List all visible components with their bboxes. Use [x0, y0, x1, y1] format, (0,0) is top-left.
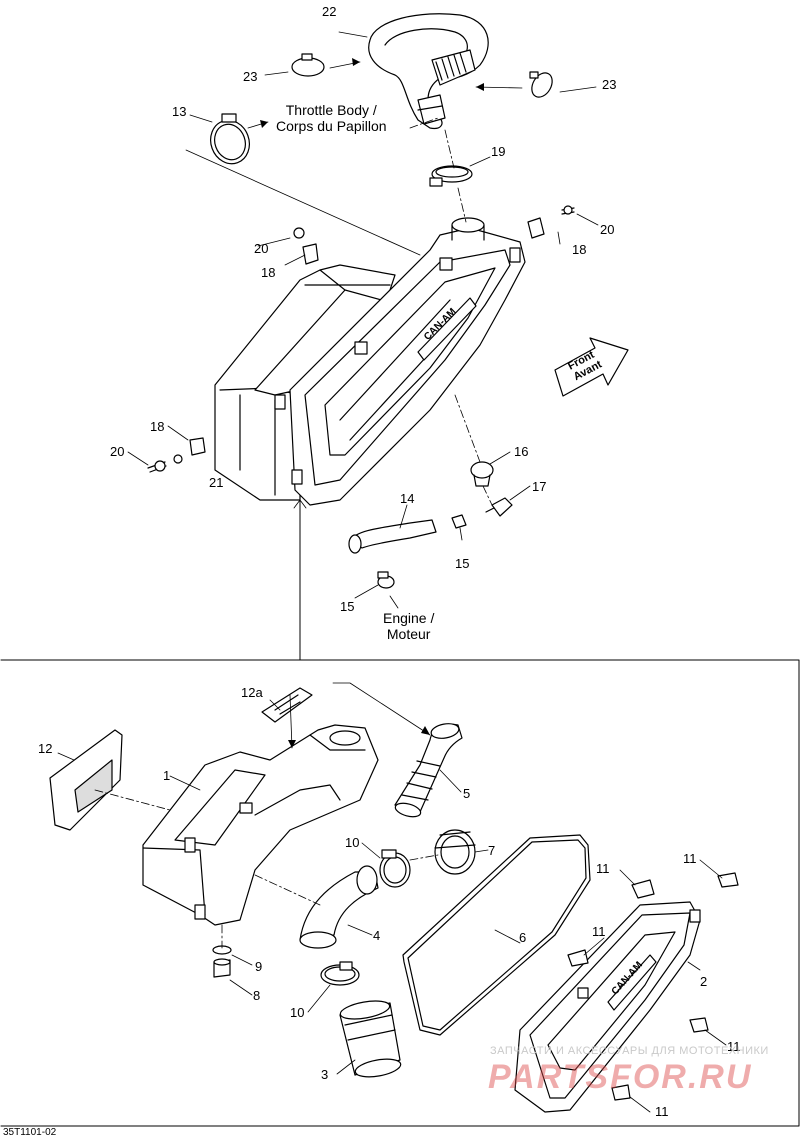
- part-3-filter: [339, 1000, 402, 1078]
- callout-3: 3: [321, 1067, 329, 1082]
- callout-10-b: 10: [290, 1005, 305, 1020]
- callout-18-b: 18: [572, 242, 587, 257]
- clamp-13: [210, 113, 250, 165]
- airbox-assembly-top: [214, 217, 526, 506]
- inset-frame: [0, 659, 800, 1127]
- callout-4: 4: [373, 928, 381, 943]
- clamp-23-left: [291, 53, 325, 77]
- clamp-19: [429, 165, 473, 187]
- part-10-clamp-upper: [379, 849, 411, 888]
- callout-9: 9: [255, 959, 263, 974]
- callout-10-a: 10: [345, 835, 360, 850]
- callout-12a: 12a: [241, 685, 263, 700]
- callout-6: 6: [519, 930, 527, 945]
- callout-23-right: 23: [602, 77, 617, 92]
- callout-20-a: 20: [254, 241, 269, 256]
- callout-11-a: 11: [596, 861, 610, 876]
- callout-18-a: 18: [261, 265, 276, 280]
- watermark-caption: ЗАПЧАСТИ И АКСЕССУАРЫ ДЛЯ МОТОТЕХНИКИ: [490, 1045, 769, 1057]
- callout-21: 21: [209, 475, 224, 490]
- throttle-body-note: Throttle Body / Corps du Papillon: [276, 102, 387, 134]
- part-4-elbow-hose: [299, 865, 379, 949]
- leader-lines-inset: [57, 682, 727, 1113]
- callout-1: 1: [163, 768, 171, 783]
- watermark-logo: PARTSFOR.RU: [488, 1058, 753, 1096]
- part-12-panel: [49, 729, 123, 831]
- callout-22: 22: [322, 4, 337, 19]
- part-6-gasket: [402, 834, 591, 1036]
- callout-20-c: 20: [110, 444, 125, 459]
- engine-note: Engine / Moteur: [383, 610, 434, 642]
- callout-11-d: 11: [727, 1039, 741, 1054]
- callout-12: 12: [38, 741, 53, 756]
- engine-line1: Engine /: [383, 610, 435, 626]
- callout-23-left: 23: [243, 69, 258, 84]
- intake-hose-22: [368, 13, 489, 130]
- callout-20-b: 20: [600, 222, 615, 237]
- document-id: 35T1101-02: [3, 1127, 57, 1138]
- clamp-23-right: [529, 71, 553, 98]
- part-12a-label: [261, 687, 313, 723]
- callout-15-a: 15: [455, 556, 470, 571]
- part-1-airbox-base: [142, 724, 379, 926]
- callout-8: 8: [253, 988, 261, 1003]
- arrowheads-top: [260, 58, 484, 128]
- centerlines-inset: [94, 789, 439, 949]
- callout-11-b: 11: [683, 851, 697, 866]
- part-10-clamp-lower: [320, 961, 360, 986]
- centerlines-top: [409, 117, 493, 506]
- throttle-body-line2: Corps du Papillon: [276, 118, 387, 134]
- drain-parts: [348, 461, 513, 589]
- part-11-clips: [567, 872, 739, 1101]
- callout-16: 16: [514, 444, 529, 459]
- callout-17: 17: [532, 479, 547, 494]
- callout-19: 19: [491, 144, 506, 159]
- throttle-body-line1: Throttle Body /: [285, 102, 377, 118]
- callout-13: 13: [172, 104, 187, 119]
- front-direction-arrow: [554, 337, 629, 397]
- callout-11-e: 11: [655, 1104, 669, 1119]
- part-5-hose: [394, 723, 463, 818]
- arrowheads-inset: [288, 726, 430, 748]
- callout-18-c: 18: [150, 419, 165, 434]
- part-2-cover: [514, 901, 701, 1113]
- callout-5: 5: [463, 786, 471, 801]
- parts-8-9-drain: [212, 945, 232, 978]
- callout-14: 14: [400, 491, 415, 506]
- callout-11-c: 11: [592, 924, 606, 939]
- part-7-coupler: [434, 829, 476, 875]
- callout-15-b: 15: [340, 599, 355, 614]
- engine-line2: Moteur: [386, 626, 431, 642]
- hardware-top: [293, 205, 575, 265]
- callout-7: 7: [488, 843, 496, 858]
- callout-2: 2: [700, 974, 708, 989]
- hardware-left: [147, 437, 206, 473]
